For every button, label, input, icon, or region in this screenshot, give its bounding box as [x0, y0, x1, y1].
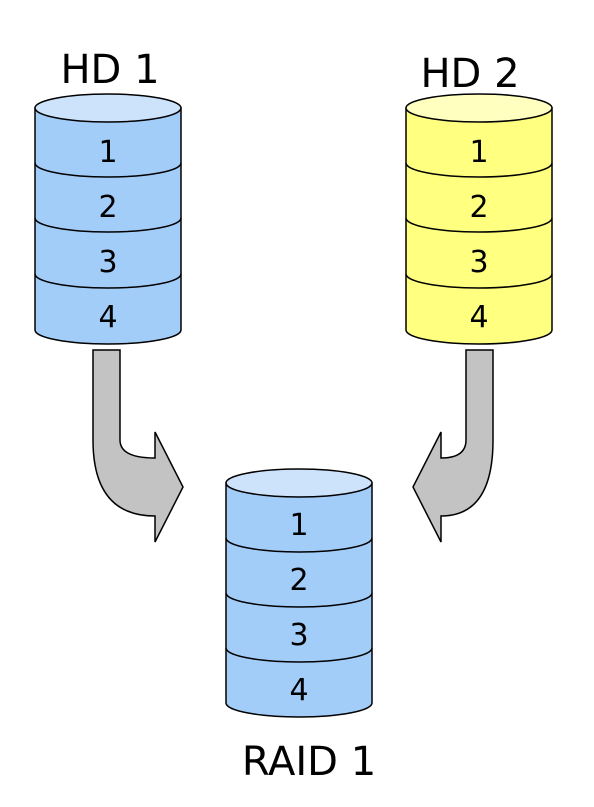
disk-hd1-block: 1 — [98, 135, 117, 170]
disk-hd1-divider — [34, 217, 182, 233]
disk-hd2-divider — [405, 273, 553, 289]
disk-hd2-divider — [405, 162, 553, 178]
disk-hd1-top — [34, 93, 182, 123]
disk-hd1-block: 2 — [98, 190, 117, 225]
arrow-hd1-to-raid — [92, 349, 184, 543]
disk-hd1-block: 3 — [98, 245, 117, 280]
disk-hd2-block: 2 — [469, 190, 488, 225]
disk-raid1-divider — [225, 592, 373, 608]
disk-hd2-top — [405, 93, 553, 123]
disk-hd1-title: HD 1 — [60, 47, 159, 93]
disk-hd1-block: 4 — [98, 300, 117, 335]
disk-raid1: 1 2 3 4 RAID 1 — [225, 468, 376, 785]
disk-hd1: HD 1 1 2 3 4 — [34, 47, 182, 345]
disk-hd2-divider — [405, 217, 553, 233]
disk-raid1-divider — [225, 537, 373, 553]
disk-hd2-block: 3 — [469, 245, 488, 280]
arrow-hd2-to-raid — [412, 349, 494, 543]
disk-hd1-divider — [34, 162, 182, 178]
disk-raid1-block: 2 — [289, 563, 308, 598]
disk-hd2: HD 2 1 2 3 4 — [405, 51, 553, 345]
disk-raid1-body — [225, 482, 373, 718]
disk-raid1-block: 3 — [289, 618, 308, 653]
disk-hd2-block: 1 — [469, 135, 488, 170]
disk-hd2-block: 4 — [469, 300, 488, 335]
disk-hd2-title: HD 2 — [420, 51, 519, 97]
disk-raid1-title: RAID 1 — [242, 739, 376, 785]
disk-hd1-body — [34, 107, 182, 345]
disk-raid1-block: 1 — [289, 508, 308, 543]
disk-raid1-block: 4 — [289, 673, 308, 708]
disk-raid1-divider — [225, 647, 373, 663]
disk-raid1-top — [225, 468, 373, 498]
disk-hd1-divider — [34, 273, 182, 289]
disk-hd2-body — [405, 107, 553, 345]
